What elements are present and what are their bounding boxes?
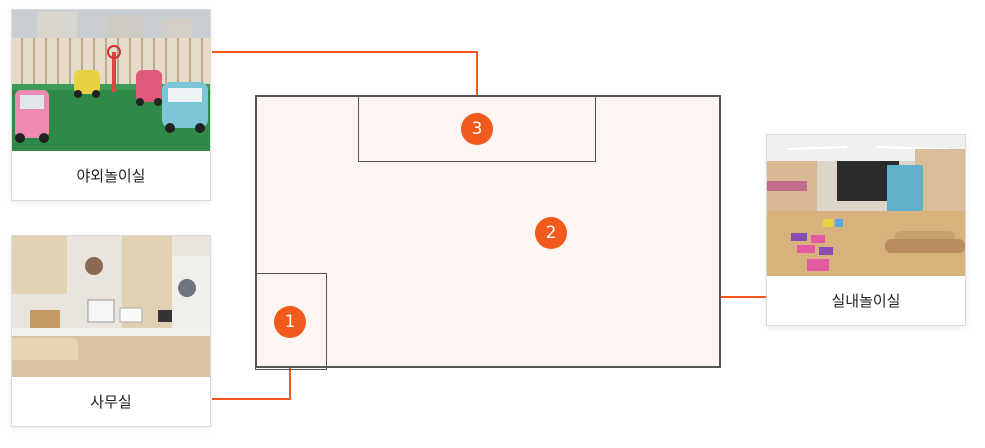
- room-marker-1[interactable]: 1: [274, 306, 306, 338]
- room-marker-3[interactable]: 3: [461, 113, 493, 145]
- room-card-label: 사무실: [90, 393, 132, 411]
- room-marker-2[interactable]: 2: [535, 217, 567, 249]
- room-outline-outdoor: [358, 95, 596, 162]
- outdoor-playroom-photo: [12, 10, 210, 151]
- room-outline-office: [255, 273, 327, 370]
- room-card-label: 야외놀이실: [76, 167, 146, 185]
- room-card-outdoor[interactable]: 야외놀이실: [11, 9, 211, 201]
- room-card-label: 실내놀이실: [831, 292, 901, 310]
- indoor-playroom-photo: [767, 135, 965, 276]
- room-card-indoor[interactable]: 실내놀이실: [766, 134, 966, 326]
- room-card-office[interactable]: 사무실: [11, 235, 211, 427]
- office-photo: [12, 236, 210, 377]
